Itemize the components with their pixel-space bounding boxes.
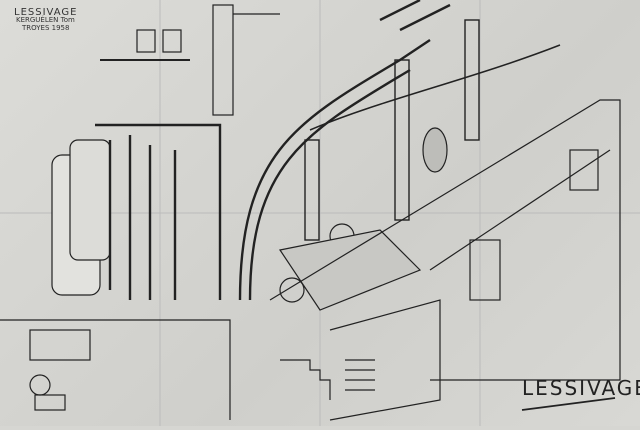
title-underline: [521, 397, 616, 411]
building-walls: [0, 99, 621, 421]
pipes: [95, 0, 561, 301]
bottom-left-machine: [29, 329, 91, 411]
washers: [279, 127, 448, 311]
header-author: KERGUÉLEN Tom: [16, 16, 75, 24]
left-tanks: [51, 139, 111, 296]
stairs: [280, 359, 375, 400]
towers: [304, 19, 480, 241]
chimney: [212, 4, 280, 116]
header-name: LESSIVAGE: [14, 7, 78, 18]
tanks-inset: [100, 29, 190, 61]
drawing-title: LESSIVAGE: [522, 376, 640, 400]
header-place-year: TROYES 1958: [22, 24, 70, 32]
